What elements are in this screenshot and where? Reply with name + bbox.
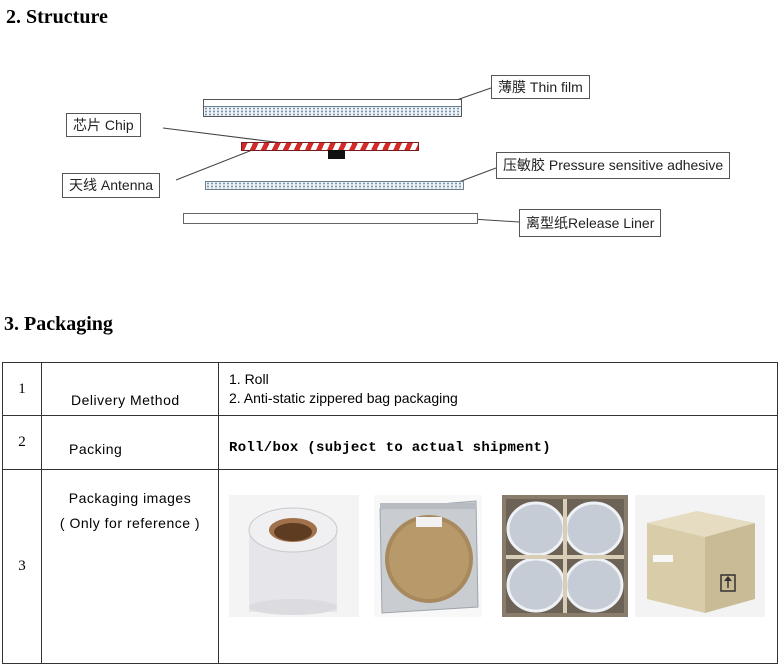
row-label-cell: Packing <box>41 415 219 470</box>
thin-film-layer <box>203 99 462 117</box>
delivery-method-label: Delivery Method <box>71 392 180 408</box>
delivery-option-roll: 1. Roll <box>229 371 269 387</box>
row-number: 1 <box>2 362 42 416</box>
row-value-cell: Roll/box (subject to actual shipment) <box>218 415 778 470</box>
table-row: 2 Packing Roll/box (subject to actual sh… <box>2 415 778 470</box>
release-liner-label: 离型纸Release Liner <box>519 209 662 237</box>
table-row: 1 Delivery Method 1. Roll 2. Anti-static… <box>2 362 778 416</box>
packaging-heading: 3. Packaging <box>4 313 113 335</box>
row-label-cell: Packaging images ( Only for reference ) <box>41 469 219 664</box>
row-value-cell <box>218 469 778 664</box>
tape-roll-image <box>229 495 359 617</box>
antenna-label: 天线 Antenna <box>62 173 161 198</box>
packaging-photos <box>219 470 777 663</box>
delivery-option-bag: 2. Anti-static zippered bag packaging <box>229 390 458 406</box>
reference-note: ( Only for reference ) <box>59 515 201 531</box>
row-value-cell: 1. Roll 2. Anti-static zippered bag pack… <box>218 362 778 416</box>
chip-label: 芯片 Chip <box>66 113 141 137</box>
adhesive-label: 压敏胶 Pressure sensitive adhesive <box>496 152 731 179</box>
chip-die <box>328 150 345 159</box>
zippered-bag-image <box>374 495 482 617</box>
packing-value: Roll/box (subject to actual shipment) <box>229 439 551 456</box>
table-row: 3 Packaging images ( Only for reference … <box>2 469 778 664</box>
row-number: 2 <box>2 415 42 470</box>
packaging-images-label: Packaging images <box>68 490 192 506</box>
open-box-rolls-image <box>502 495 628 617</box>
carton-box-image <box>635 495 765 617</box>
thin-film-label: 薄膜 Thin film <box>491 75 590 99</box>
release-liner-layer <box>183 213 478 224</box>
packing-label: Packing <box>69 440 123 457</box>
thin-film-dotted-band <box>204 106 461 116</box>
row-label-cell: Delivery Method <box>41 362 219 416</box>
structure-heading: 2. Structure <box>6 6 108 28</box>
adhesive-layer <box>205 181 464 190</box>
packaging-table: 1 Delivery Method 1. Roll 2. Anti-static… <box>2 362 778 664</box>
row-number: 3 <box>2 469 42 664</box>
leader-antenna <box>175 146 261 181</box>
